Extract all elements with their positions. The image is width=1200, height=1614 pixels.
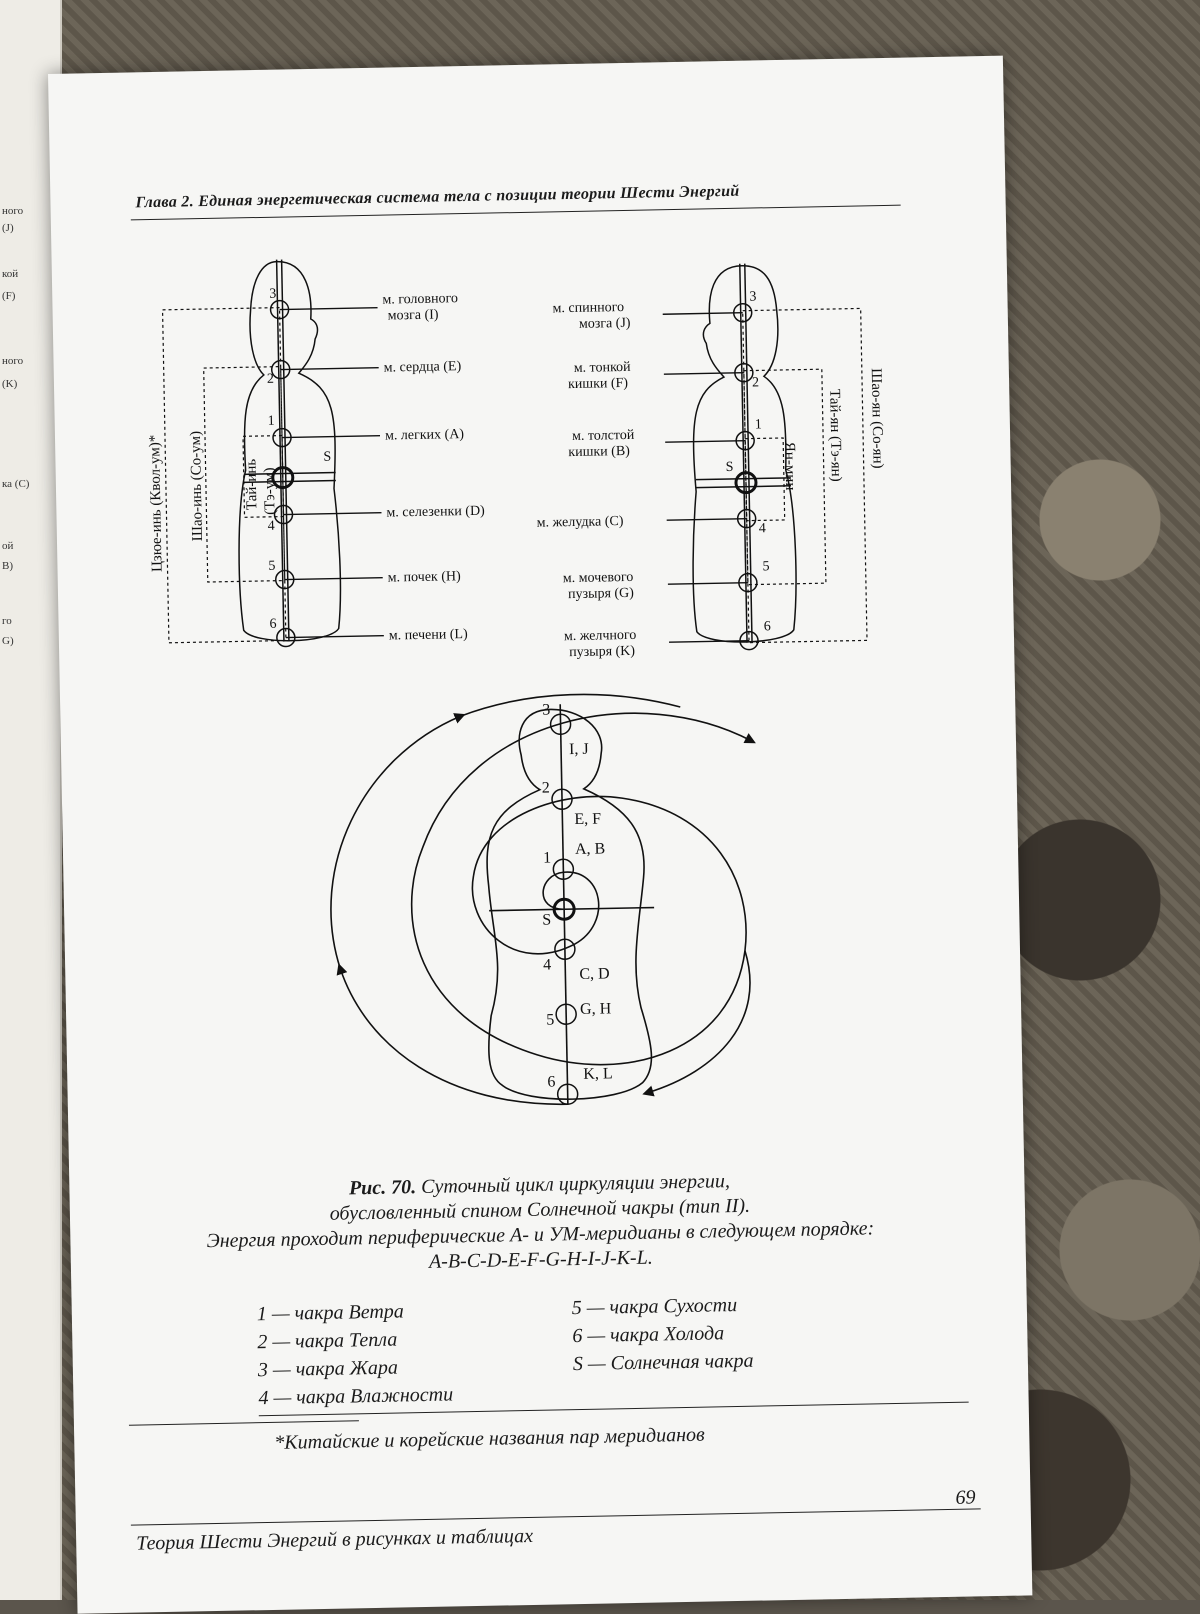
spiral-label-kl: K, L	[583, 1065, 613, 1083]
label-gallbladder-meridian-2: пузыря (K)	[569, 644, 635, 660]
left-chakra-2: 2	[267, 372, 274, 387]
label-heart-meridian: м. сердца (E)	[384, 359, 462, 375]
prev-page-fragment: В)	[2, 560, 13, 572]
left-meridian-boxes	[161, 306, 287, 644]
prev-page-fragment: G)	[2, 635, 14, 647]
spiral-chakra-5: 5	[546, 1011, 554, 1028]
prev-page-fragment: ного	[2, 205, 24, 217]
right-chakra-1: 1	[755, 417, 762, 432]
spiral-label-cd: C, D	[579, 965, 610, 983]
legend-item: 5 — чакра Сухости	[571, 1293, 738, 1320]
spiral-chakra-1: 1	[543, 849, 551, 866]
vertical-label-shaoyin: Шао-инь (Со-ум)	[188, 431, 206, 542]
spiral-label-ef: E, F	[574, 811, 601, 829]
left-body-figure	[238, 259, 342, 642]
label-brain-meridian: м. головного	[382, 291, 458, 307]
vertical-label-jueyin: Цзюе-инь (Квол-ум)*	[147, 435, 166, 573]
legend-item: 3 — чакра Жара	[257, 1356, 399, 1382]
left-chakra-s: S	[323, 450, 331, 465]
right-chakra-4: 4	[759, 521, 766, 536]
label-spinal-meridian: м. спинного	[552, 300, 624, 316]
spiral-chakra-nodes	[549, 713, 579, 1105]
spiral-label-ij: I, J	[569, 741, 589, 758]
right-body-figure	[692, 263, 797, 643]
spiral-return-arrow	[642, 950, 751, 1097]
spiral-body-outline	[486, 708, 653, 1100]
spiral-chakra-4: 4	[543, 957, 551, 974]
spiral-outer-path	[330, 693, 681, 1106]
label-bladder-meridian: м. мочевого	[563, 570, 634, 586]
label-stomach-meridian: м. желудка (C)	[537, 514, 624, 531]
chakra-legend-right: 5 — чакра Сухости 6 — чакра Холода S — С…	[572, 1291, 754, 1378]
vertical-label-taiyin-2: (Тэ-ум)	[262, 467, 279, 515]
spiral-chakra-6: 6	[547, 1073, 555, 1090]
right-meridian-boxes	[742, 307, 868, 644]
book-page: Глава 2. Единая энергетическая система т…	[48, 55, 1033, 1614]
legend-item: 6 — чакра Холода	[572, 1322, 725, 1348]
prev-page-fragment: (F)	[2, 290, 16, 302]
spiral-label-gh: G, H	[580, 1000, 612, 1018]
right-chakra-6: 6	[764, 619, 771, 634]
label-bladder-meridian-2: пузыря (G)	[568, 586, 634, 602]
prev-page-fragment: го	[2, 615, 12, 627]
vertical-label-taiyin: Тай-инь	[243, 458, 260, 510]
label-gallbladder-meridian: м. желчного	[564, 628, 637, 644]
prev-page-fragment: кой	[2, 268, 19, 280]
right-chakra-2: 2	[752, 375, 759, 390]
caption-title: Суточный цикл циркуляции энергии,	[420, 1170, 731, 1199]
footnote: *Китайские и корейские названия пар мери…	[274, 1423, 705, 1454]
legend-item: 4 — чакра Влажности	[258, 1383, 454, 1410]
prev-page-fragment: ой	[2, 540, 14, 552]
label-small-intestine-meridian: м. тонкой	[574, 360, 632, 376]
vertical-label-shaoyang: Шао-ян (Со-ян)	[868, 368, 886, 469]
left-chakra-1: 1	[268, 414, 275, 429]
right-leader-lines	[662, 312, 750, 643]
figure-number: Рис. 70.	[348, 1176, 417, 1200]
prev-page-fragment: (J)	[2, 222, 14, 234]
left-chakra-3: 3	[269, 287, 276, 302]
left-chakra-5: 5	[268, 559, 275, 574]
footer-title: Теория Шести Энергий в рисунках и таблиц…	[136, 1524, 534, 1555]
spiral-diagram	[330, 693, 756, 1106]
spiral-axis	[559, 704, 569, 1105]
right-chakra-3: 3	[749, 289, 756, 304]
footer-rule	[130, 1508, 981, 1526]
label-large-intestine-meridian-2: кишки (B)	[568, 444, 630, 460]
spiral-chakra-2: 2	[542, 779, 550, 796]
label-liver-meridian: м. печени (L)	[389, 627, 468, 644]
left-chakra-4: 4	[268, 519, 275, 534]
label-kidney-meridian: м. почек (H)	[388, 569, 462, 585]
label-large-intestine-meridian: м. толстой	[572, 428, 635, 444]
prev-page-fragment: ного	[2, 355, 24, 367]
vertical-label-yangming: Ян-мин	[781, 442, 798, 491]
prev-page-fragment: ка (С)	[2, 478, 30, 490]
figure-caption: Рис. 70. Суточный цикл циркуляции энерги…	[109, 1165, 971, 1281]
spiral-chakra-3: 3	[542, 701, 550, 718]
label-spinal-meridian-2: мозга (J)	[579, 316, 631, 332]
left-leader-lines	[279, 307, 384, 639]
spiral-chakra-s: S	[542, 911, 551, 928]
label-lung-meridian: м. легких (A)	[385, 427, 465, 444]
spiral-label-ab: A, B	[575, 840, 606, 858]
legend-item: S — Солнечная чакра	[572, 1349, 754, 1376]
legend-item: 2 — чакра Тепла	[257, 1328, 398, 1354]
label-brain-meridian-2: мозга (I)	[388, 308, 439, 324]
label-spleen-meridian: м. селезенки (D)	[386, 504, 485, 521]
vertical-label-taiyang: Тай-ян (Тэ-ян)	[826, 389, 844, 482]
footnote-rule	[128, 1420, 359, 1426]
legend-item: 1 — чакра Ветра	[256, 1300, 404, 1326]
chakra-legend-left: 1 — чакра Ветра 2 — чакра Тепла 3 — чакр…	[257, 1296, 454, 1412]
right-chakra-s: S	[726, 460, 734, 475]
figure-70: 3 2 1 S 4 5 6 м. головного мозга (I) м. …	[147, 259, 886, 1106]
prev-page-fragment: (K)	[2, 378, 18, 390]
label-small-intestine-meridian-2: кишки (F)	[568, 376, 629, 392]
page-number: 69	[955, 1486, 976, 1509]
spiral-solar-line	[489, 906, 655, 912]
right-chakra-5: 5	[762, 559, 769, 574]
left-chakra-6: 6	[269, 617, 276, 632]
